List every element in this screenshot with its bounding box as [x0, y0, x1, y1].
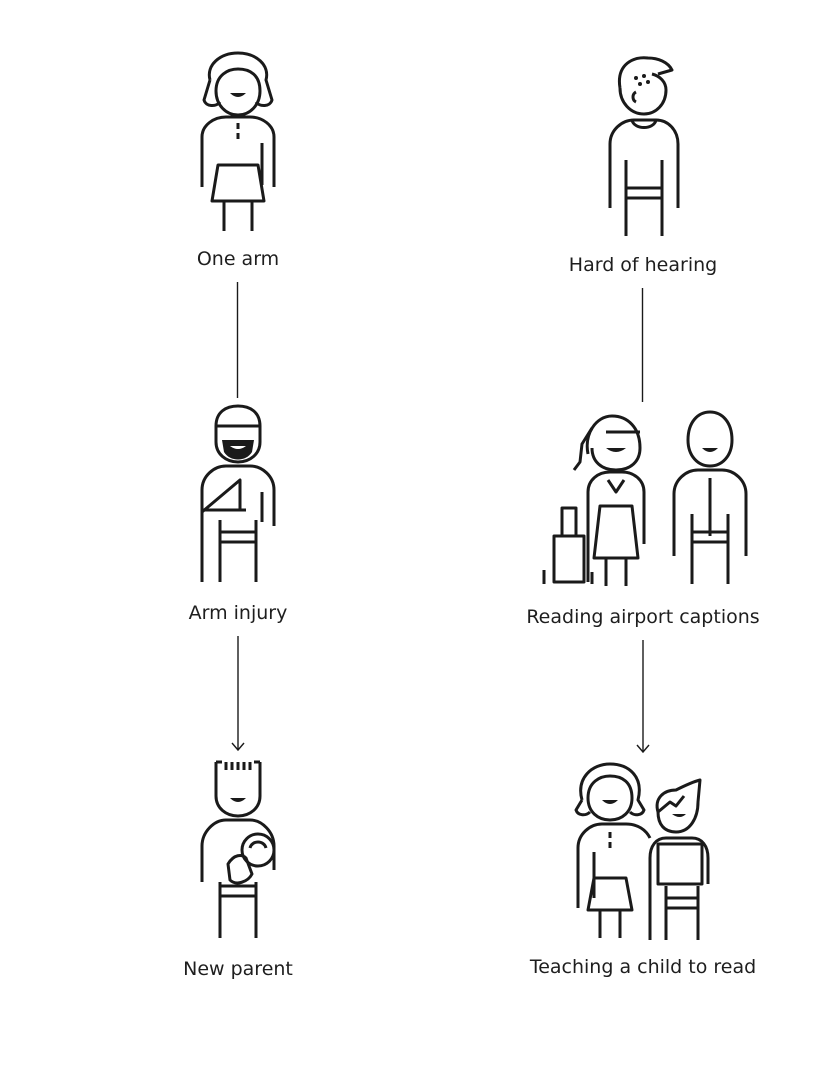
label-reading-airport-captions: Reading airport captions	[526, 606, 760, 628]
airport-travelers-icon	[542, 410, 748, 586]
label-one-arm: One arm	[196, 248, 280, 270]
arm-injury-person-icon	[200, 404, 276, 582]
teaching-child-icon	[574, 762, 710, 940]
hard-of-hearing-person-icon	[608, 56, 680, 236]
one-arm-person-icon	[200, 51, 276, 231]
label-arm-injury: Arm injury	[188, 602, 288, 624]
new-parent-person-icon	[200, 760, 276, 938]
connector-line-right	[641, 288, 644, 402]
arrow-down-left	[231, 636, 245, 752]
label-hard-of-hearing: Hard of hearing	[568, 254, 718, 276]
arrow-down-right	[636, 640, 650, 754]
connector-line-left	[236, 282, 239, 398]
label-teaching-a-child-to-read: Teaching a child to read	[529, 956, 757, 978]
label-new-parent: New parent	[183, 958, 293, 980]
